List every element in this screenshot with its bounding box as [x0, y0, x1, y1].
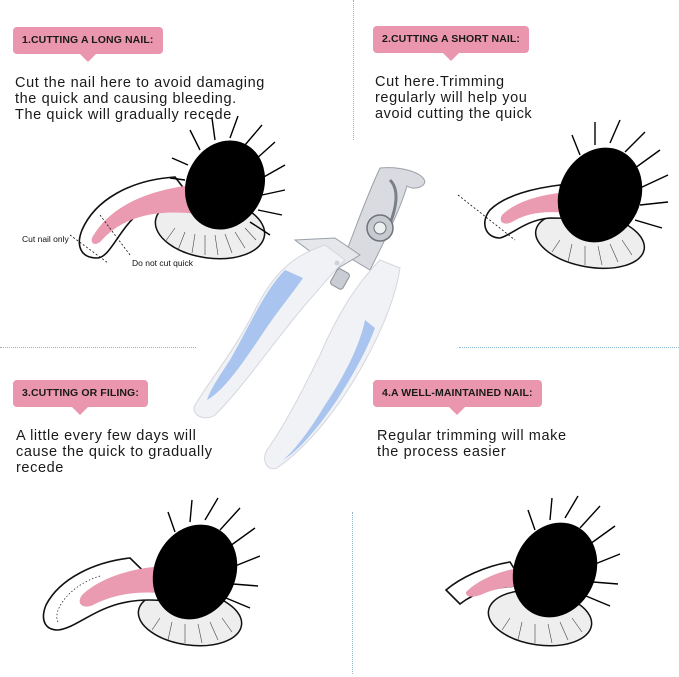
do-not-cut-quick-label: Do not cut quick — [132, 258, 194, 268]
cut-nail-only-label: Cut nail only — [22, 234, 70, 244]
clipper-handle-left — [193, 244, 346, 419]
section-1-description: Cut the nail here to avoid damaging the … — [15, 75, 265, 123]
section-4-description: Regular trimming will make the process e… — [377, 428, 567, 460]
nail-shape-icon — [484, 184, 577, 239]
clipper-handle-right — [264, 259, 401, 470]
well-maintained-nail-illustration — [444, 495, 621, 647]
cut-line-marker — [69, 214, 131, 264]
cut-line-marker — [457, 194, 516, 241]
fur-icon — [512, 495, 621, 618]
divider-bottom-vertical — [352, 512, 353, 674]
section-2-description: Cut here.Trimming regularly will help yo… — [375, 74, 533, 122]
fur-icon — [169, 115, 286, 236]
fur-icon — [557, 119, 669, 243]
clipper-spring — [330, 268, 350, 290]
section-1-badge: 1.CUTTING A LONG NAIL: — [13, 27, 163, 62]
short-nail-illustration — [457, 119, 669, 270]
nail-clipper-icon — [193, 167, 426, 470]
nail-shape-icon — [42, 557, 178, 631]
fur-icon — [152, 497, 260, 620]
divider-left-horizontal — [0, 347, 196, 348]
section-2-badge: 2.CUTTING A SHORT NAIL: — [373, 26, 530, 61]
divider-top-vertical — [353, 0, 354, 140]
divider-right-horizontal — [459, 347, 679, 348]
section-3-badge: 3.CUTTING OR FILING: — [13, 380, 148, 415]
section-4-badge: 4.A WELL-MAINTAINED NAIL: — [373, 380, 542, 415]
filing-nail-illustration — [42, 497, 260, 647]
nail-shape-icon — [78, 176, 198, 259]
long-nail-illustration: Cut nail only Do not cut quick — [22, 115, 286, 268]
section-3-description: A little every few days will cause the q… — [16, 428, 213, 476]
